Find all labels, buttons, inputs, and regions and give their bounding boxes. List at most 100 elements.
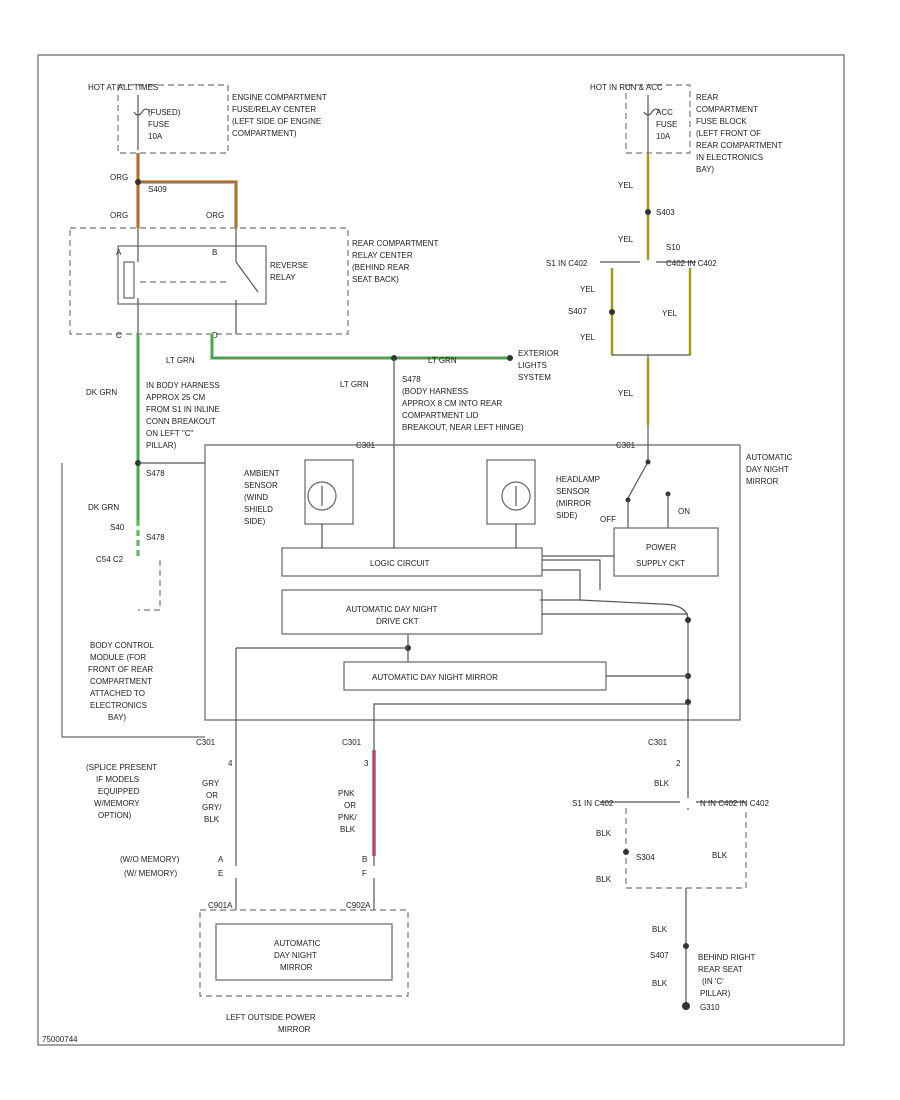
- headlamp-sensor-2: SENSOR: [556, 487, 590, 496]
- s40-label: S40: [110, 523, 125, 532]
- splice-text-2: IF MODELS: [96, 775, 139, 784]
- body-harness-2: APPROX 25 CM: [146, 393, 205, 402]
- c402-right-label: C402 IN C402: [666, 259, 717, 268]
- s478-text-5: BREAKOUT, NEAR LEFT HINGE): [402, 423, 524, 432]
- body-harness-4: CONN BREAKOUT: [146, 417, 216, 426]
- relay-switch: [235, 228, 259, 334]
- yellow-wires: YEL S403 YEL S10 S1 IN C402 C402 IN C402…: [546, 153, 717, 445]
- c902a-label: C902A: [346, 901, 371, 910]
- org-label-3: ORG: [206, 211, 224, 220]
- ground-icon: [682, 1002, 690, 1010]
- gry-text-3: GRY/: [202, 803, 222, 812]
- rear-fuse-text-3: FUSE BLOCK: [696, 117, 747, 126]
- bcm-text-4: COMPARTMENT: [90, 677, 152, 686]
- pin-a-label: A: [218, 855, 224, 864]
- s407-label: S407: [568, 307, 587, 316]
- body-harness-6: PILLAR): [146, 441, 177, 450]
- acc-fuse-label-1: ACC: [656, 108, 673, 117]
- s410-label: S10: [666, 243, 681, 252]
- c402-c2-label: C54 C2: [96, 555, 124, 564]
- pin-2-label: 2: [676, 759, 681, 768]
- pin-4-label: 4: [228, 759, 233, 768]
- yel-label-5: YEL: [662, 309, 678, 318]
- yel-label-2: YEL: [618, 235, 634, 244]
- dk-grn-label-1: DK GRN: [86, 388, 117, 397]
- ambient-sensor-2: SENSOR: [244, 481, 278, 490]
- fused-fuse-label-1: (FUSED): [148, 108, 181, 117]
- pin-f-label: F: [362, 869, 367, 878]
- hot-at-all-times-label: HOT AT ALL TIMES: [88, 83, 158, 92]
- auto-drive-1: AUTOMATIC DAY NIGHT: [346, 605, 438, 614]
- relay-pin-b: B: [212, 248, 217, 257]
- ground-text-1: BEHIND RIGHT: [698, 953, 755, 962]
- on-label: ON: [678, 507, 690, 516]
- auto-mirror-title-2: DAY NIGHT: [746, 465, 789, 474]
- dk-grn-label-2: DK GRN: [88, 503, 119, 512]
- org-label-1: ORG: [110, 173, 128, 182]
- relay-pin-a: A: [116, 248, 122, 257]
- blk-label-3: BLK: [596, 875, 612, 884]
- relay-coil: [123, 261, 135, 299]
- power-supply-1: POWER: [646, 543, 676, 552]
- auto-drive-2: DRIVE CKT: [376, 617, 419, 626]
- relay-pin-d: D: [212, 331, 218, 340]
- auto-mirror-title-1: AUTOMATIC: [746, 453, 793, 462]
- ambient-sensor-3: (WIND: [244, 493, 268, 502]
- bcm-text-2: MODULE (FOR: [90, 653, 146, 662]
- blk-label-2: BLK: [596, 829, 612, 838]
- headlamp-sensor-3: (MIRROR: [556, 499, 591, 508]
- left-mirror-caption-1: LEFT OUTSIDE POWER: [226, 1013, 316, 1022]
- rear-relay-text-1: REAR COMPARTMENT: [352, 239, 438, 248]
- bcm-text-1: BODY CONTROL: [90, 641, 154, 650]
- yel-label-6: YEL: [618, 389, 634, 398]
- engine-fuse-text-4: COMPARTMENT): [232, 129, 297, 138]
- rear-fuse-text-5: REAR COMPARTMENT: [696, 141, 782, 150]
- hot-in-run-label: HOT IN RUN & ACC: [590, 83, 663, 92]
- left-mirror-inner-3: MIRROR: [280, 963, 313, 972]
- bcm-text-3: FRONT OF REAR: [88, 665, 153, 674]
- gry-text-2: OR: [206, 791, 218, 800]
- c402-left-label: S1 IN C402: [546, 259, 588, 268]
- on-off-switch: [627, 445, 649, 499]
- bcm-text-6: ELECTRONICS: [90, 701, 147, 710]
- s478-label: S478: [146, 469, 165, 478]
- org-label-2: ORG: [110, 211, 128, 220]
- fuse-symbol: [133, 108, 151, 116]
- relay-pin-c: C: [116, 331, 122, 340]
- blk-label-1: BLK: [654, 779, 670, 788]
- body-control-module: BODY CONTROL MODULE (FOR FRONT OF REAR C…: [61, 463, 205, 738]
- headlamp-sensor-1: HEADLAMP: [556, 475, 600, 484]
- ground-text-2: REAR SEAT: [698, 965, 743, 974]
- s478-text-1: S478: [402, 375, 421, 384]
- exterior-lights-3: SYSTEM: [518, 373, 551, 382]
- c301-label-2: C301: [616, 441, 636, 450]
- rear-relay-text-2: RELAY CENTER: [352, 251, 413, 260]
- ground-circuit: C301 2 BLK S1 IN C402 N IN C402 IN C402 …: [572, 720, 769, 1012]
- ambient-sensor-icon: [307, 481, 337, 511]
- yel-label-3: YEL: [580, 285, 596, 294]
- blk-label-4: BLK: [712, 851, 728, 860]
- acc-fuse-label-3: 10A: [656, 132, 671, 141]
- engine-fuse-block: HOT AT ALL TIMES (FUSED) FUSE 10A ENGINE…: [88, 83, 327, 154]
- rear-relay-text-4: SEAT BACK): [352, 275, 399, 284]
- auto-mirror-inner: AUTOMATIC DAY NIGHT MIRROR: [372, 673, 498, 682]
- body-harness-3: FROM S1 IN INLINE: [146, 405, 220, 414]
- body-harness-1: IN BODY HARNESS: [146, 381, 220, 390]
- pnk-text-3: PNK/: [338, 813, 357, 822]
- s407-b-label: S407: [650, 951, 669, 960]
- engine-fuse-text-2: FUSE/RELAY CENTER: [232, 105, 316, 114]
- orange-wire: ORG S409 ORG ORG: [110, 153, 238, 228]
- c901a-label: C901A: [208, 901, 233, 910]
- pin-b-label: B: [362, 855, 367, 864]
- yel-label-1: YEL: [618, 181, 634, 190]
- fused-fuse-label-3: 10A: [148, 132, 163, 141]
- ambient-sensor-4: SHIELD: [244, 505, 273, 514]
- diagram-frame: [37, 54, 845, 1046]
- figure-id: 75000744: [42, 1035, 78, 1044]
- blk-label-6: BLK: [652, 979, 668, 988]
- lt-grn-label-2: LT GRN: [428, 356, 457, 365]
- headlamp-sensor-icon: [501, 481, 531, 511]
- blk-label-5: BLK: [652, 925, 668, 934]
- memory-text-2: (W/ MEMORY): [124, 869, 178, 878]
